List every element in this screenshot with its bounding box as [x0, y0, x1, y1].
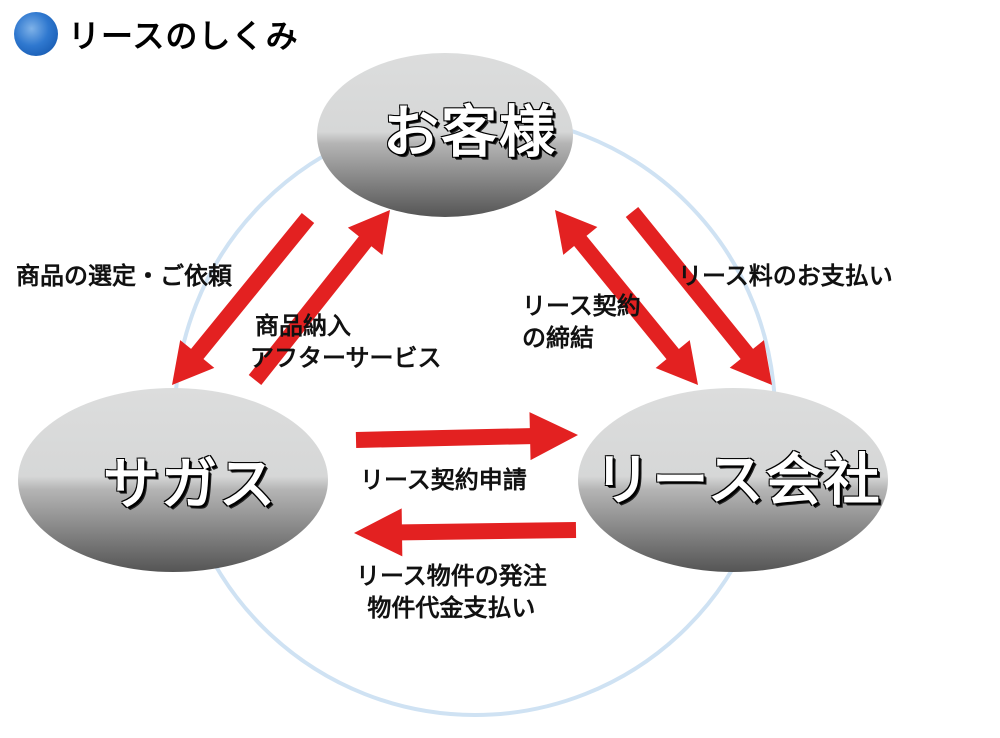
blue-sphere-bullet-icon — [14, 12, 58, 56]
flow-label-order-payment: リース物件の発注 物件代金支払い — [356, 560, 547, 624]
arrow-order-payment — [354, 508, 577, 557]
node-sagas-label: サガス — [103, 452, 277, 518]
page-title-text: リースのしくみ — [68, 17, 299, 55]
arrow-selection-request — [172, 212, 315, 385]
flow-label-contract-signing: リース契約 の締結 — [522, 290, 641, 354]
arrow-contract-application — [355, 412, 578, 461]
page-title: リースのしくみ — [14, 10, 299, 58]
flow-label-contract-signing-line2: の締結 — [522, 324, 594, 352]
node-lease-company-label: リース会社 — [594, 448, 882, 514]
flow-label-order-payment-line2: 物件代金支払い — [367, 594, 536, 622]
arrow-lease-payment — [625, 206, 772, 385]
flow-label-contract-application: リース契約申請 — [360, 466, 527, 494]
flow-label-delivery-line2: アフターサービス — [250, 344, 442, 372]
flow-label-selection-request: 商品の選定・ご依頼 — [16, 262, 232, 290]
node-lease-company[interactable] — [578, 388, 888, 572]
node-customer[interactable] — [317, 53, 573, 217]
node-customer-label: お客様 — [383, 100, 557, 166]
node-sagas[interactable] — [18, 388, 328, 572]
flow-label-contract-signing-line1: リース契約 — [522, 292, 641, 320]
arrow-delivery-service — [248, 210, 390, 385]
flow-label-lease-payment: リース料のお支払い — [678, 262, 893, 290]
flow-label-delivery: 商品納入 アフターサービス — [250, 310, 442, 374]
flow-label-delivery-line1: 商品納入 — [255, 312, 351, 340]
arrow-contract-signing — [555, 210, 698, 385]
flow-label-order-payment-line1: リース物件の発注 — [356, 562, 547, 590]
